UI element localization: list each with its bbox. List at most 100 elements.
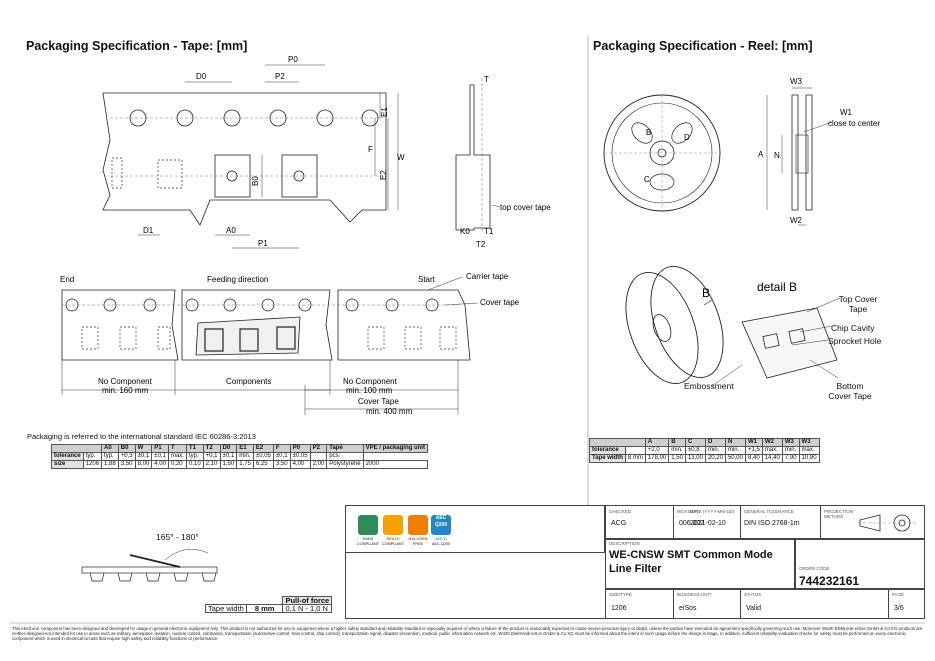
business-unit-label: BUSINESS UNIT [677, 592, 712, 597]
table-cell: P0 [289, 444, 311, 453]
reel-section-title: Packaging Specification - Reel: [mm] [593, 39, 813, 53]
table-cell: typ. [185, 452, 204, 461]
cover-tape-length: Cover Tape [358, 397, 399, 406]
dim-k0: K0 [460, 227, 470, 236]
status-label: STATUS [744, 592, 762, 597]
table-cell: tolerance [589, 446, 626, 455]
table-cell: min. [724, 446, 746, 455]
table-cell: ±0,05 [289, 452, 311, 461]
table-cell [624, 446, 646, 455]
table-cell: 1,50 [668, 454, 686, 463]
size-value: 1206 [611, 605, 627, 612]
table-cell: 2000 [362, 460, 428, 469]
table-cell: 1,75 [236, 460, 254, 469]
table-cell: size [51, 460, 84, 469]
table-cell: 0,20 [167, 460, 187, 469]
table-cell: 4,00 [151, 460, 169, 469]
reach-badge-icon [383, 515, 403, 535]
embossment-label: Embossment [684, 381, 734, 391]
status-value: Valid [746, 605, 762, 612]
revision-value: 006.002 [679, 520, 705, 527]
table-cell: typ. [82, 452, 103, 461]
dim-d0: D0 [196, 72, 207, 81]
min-400: min. 400 mm [366, 407, 413, 416]
table-cell: W3 [781, 438, 800, 447]
dim-t2: T2 [476, 240, 486, 249]
table-cell: ±0,05 [252, 452, 274, 461]
projection-label: PROJECTION METHOD [824, 509, 854, 519]
table-cell: F [272, 444, 291, 453]
table-cell: P1 [151, 444, 169, 453]
dim-f: F [368, 145, 373, 154]
table-cell: ±0,1 [272, 452, 291, 461]
top-cover-tape-label: top cover tape [500, 203, 551, 212]
table-cell: +0,1 [202, 452, 221, 461]
tape-section-title: Packaging Specification - Tape: [mm] [26, 39, 248, 53]
table-cell: 3,50 [117, 460, 136, 469]
reel-d: D [684, 133, 690, 142]
table-cell: 4,00 [289, 460, 311, 469]
table-cell: 7,90 [781, 454, 800, 463]
date-value: 2021-02-10 [690, 520, 726, 527]
table-cell: min. [236, 452, 254, 461]
table-cell: B [668, 438, 686, 447]
table-cell: Polystyrene [326, 460, 364, 469]
reach-sub: COMPLIANT [381, 542, 405, 546]
table-cell: min. [704, 446, 726, 455]
pull-width: 8 mm [245, 604, 284, 613]
table-cell: Tape width [589, 454, 626, 463]
table-cell: D [704, 438, 726, 447]
table-cell: 1,50 [219, 460, 238, 469]
meta-row [605, 505, 925, 539]
page-value: 3/6 [894, 605, 904, 612]
table-cell: E2 [252, 444, 274, 453]
table-cell: T [167, 444, 187, 453]
standard-note: Packaging is referred to the internation… [27, 432, 256, 441]
rohs-badge-icon [358, 515, 378, 535]
table-cell: typ. [101, 452, 119, 461]
table-cell: max. [167, 452, 187, 461]
table-cell: T1 [185, 444, 204, 453]
table-cell: tolerance [51, 452, 84, 461]
tolerance-label: GENERAL TOLERANCE [744, 509, 794, 514]
rohs-sub: COMPLIANT [356, 542, 380, 546]
table-cell: 14,40 [761, 454, 783, 463]
feed-end: End [60, 275, 74, 284]
description-cell [605, 539, 795, 589]
reel-b: B [646, 128, 651, 137]
dim-e1: E1 [380, 107, 389, 117]
dim-p1: P1 [258, 239, 268, 248]
dim-t: T [484, 75, 489, 84]
feed-direction: Feeding direction [207, 275, 268, 284]
aec-badge-icon: AEC Q200 [431, 515, 451, 535]
chip-cavity-label: Chip Cavity [831, 323, 875, 333]
table-cell: A [644, 438, 670, 447]
table-cell: A0 [101, 444, 119, 453]
table-cell: 0,10 [185, 460, 204, 469]
pull-tape-width-label: Tape width [205, 604, 247, 613]
reel-drawing: B D C A N W3 W1 close to center W2 B det… [603, 77, 880, 387]
table-cell: +0,3 [117, 452, 136, 461]
pull-angle: 165° - 180° [156, 532, 199, 542]
dim-e2: E2 [379, 170, 388, 180]
carrier-tape-label: Carrier tape [466, 272, 509, 281]
size-label: SIZE/TYPE [609, 592, 633, 597]
min-100: min. 100 mm [346, 386, 393, 395]
table-cell: 50,00 [724, 454, 746, 463]
table-cell: T2 [202, 444, 221, 453]
tape-dimension-drawing: D0 P2 P0 E1 F W E2 B0 D1 A0 P1 T K0 T1 T… [102, 55, 551, 249]
date-label: DATE (YYYY-MM-DD) [690, 509, 735, 514]
table-cell: C [684, 438, 706, 447]
table-cell: 8 mm [624, 454, 646, 463]
aec-sub: AEC-Q200 [431, 542, 451, 546]
dim-d1: D1 [143, 226, 154, 235]
table-cell: 8,40 [744, 454, 763, 463]
table-cell: 3,50 [272, 460, 291, 469]
table-cell: ±0,8 [684, 446, 706, 455]
min-160: min. 160 mm [102, 386, 149, 395]
table-cell: +2,0 [644, 446, 670, 455]
halogen-badge-icon [408, 515, 428, 535]
table-cell: max. [798, 446, 820, 455]
